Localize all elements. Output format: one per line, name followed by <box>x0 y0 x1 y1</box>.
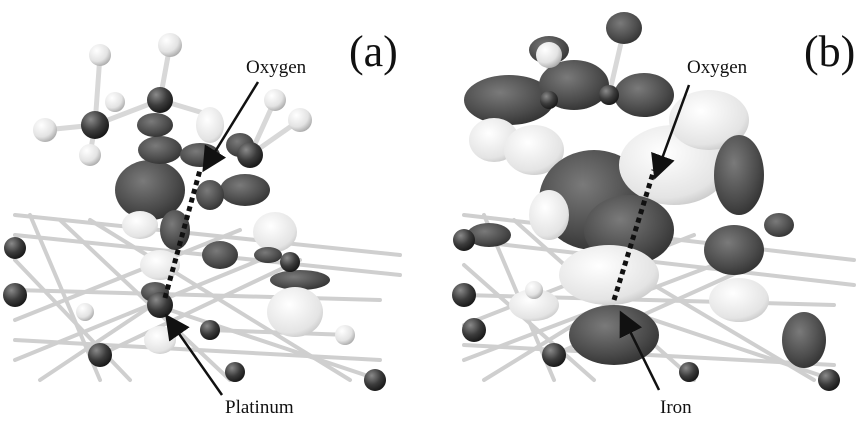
bond-axis-dotted <box>162 169 203 299</box>
atoms <box>3 33 386 391</box>
molecular-render-a <box>3 33 402 396</box>
platinum-arrow <box>165 313 224 396</box>
platinum-label: Platinum <box>225 397 294 418</box>
lattice-bonds <box>13 213 402 382</box>
bond-axis-dotted-b <box>611 169 657 301</box>
density-lobes <box>115 107 330 354</box>
oxygen-arrow <box>202 81 260 173</box>
oxygen-arrow-b <box>651 84 691 180</box>
density-lobes-b <box>464 12 826 368</box>
oxygen-label-a: Oxygen <box>246 57 307 78</box>
panel-letter-a: (a) <box>349 27 398 76</box>
atoms-b <box>452 42 840 391</box>
panel-a: (a) Oxygen Platinum <box>3 27 402 418</box>
oxygen-label-b: Oxygen <box>687 57 748 78</box>
panel-letter-b: (b) <box>804 27 856 76</box>
iron-label: Iron <box>660 397 692 418</box>
panel-b: (b) Oxygen Iron <box>434 0 867 425</box>
iron-arrow <box>619 310 661 391</box>
molecular-render-b <box>452 12 856 391</box>
